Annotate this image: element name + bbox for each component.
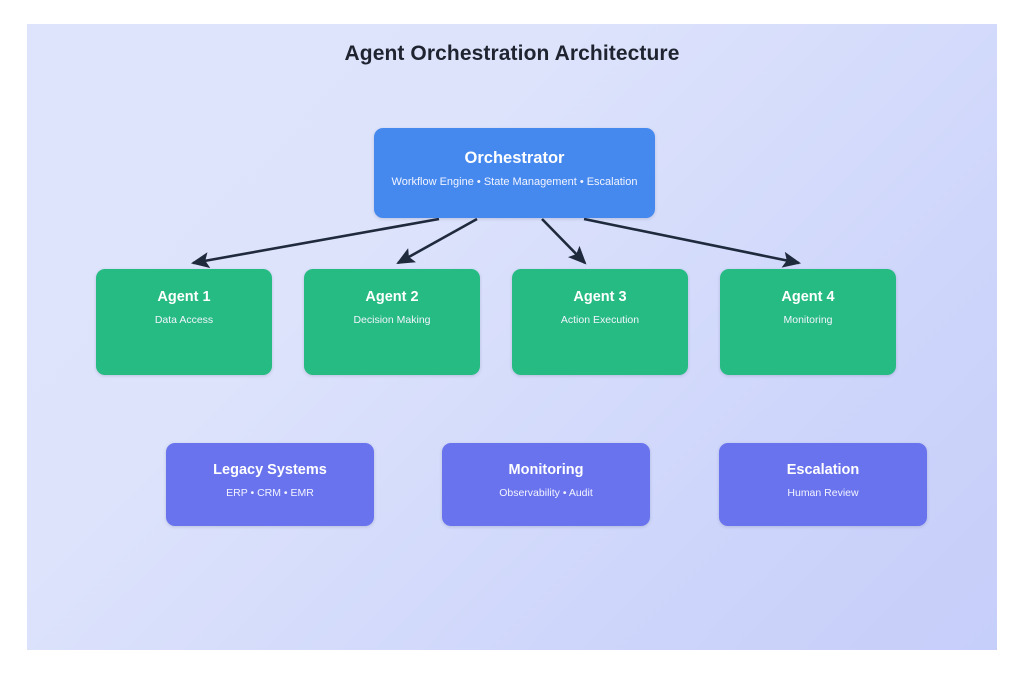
node-legacy-systems[interactable]: Legacy Systems ERP • CRM • EMR — [166, 443, 374, 526]
node-escalation-title: Escalation — [786, 462, 860, 478]
node-agent-4-title: Agent 4 — [781, 289, 835, 305]
node-agent-1-subtitle: Data Access — [154, 313, 214, 326]
node-escalation[interactable]: Escalation Human Review — [719, 443, 927, 526]
node-monitoring[interactable]: Monitoring Observability • Audit — [442, 443, 650, 526]
connector-orchestrator-to-agent-4 — [583, 217, 802, 268]
connector-orchestrator-to-agent-3 — [541, 218, 587, 265]
node-orchestrator[interactable]: Orchestrator Workflow Engine • State Man… — [374, 128, 655, 218]
node-orchestrator-subtitle: Workflow Engine • State Management • Esc… — [391, 176, 638, 189]
node-monitoring-subtitle: Observability • Audit — [499, 486, 593, 499]
node-escalation-subtitle: Human Review — [787, 486, 859, 499]
node-agent-1[interactable]: Agent 1 Data Access — [96, 269, 272, 375]
node-agent-4[interactable]: Agent 4 Monitoring — [720, 269, 896, 375]
node-agent-2[interactable]: Agent 2 Decision Making — [304, 269, 480, 375]
diagram-canvas: Agent Orchestration Architecture Orchest… — [27, 24, 997, 650]
node-agent-3[interactable]: Agent 3 Action Execution — [512, 269, 688, 375]
node-legacy-systems-title: Legacy Systems — [213, 462, 327, 478]
node-orchestrator-title: Orchestrator — [464, 149, 565, 167]
node-agent-3-subtitle: Action Execution — [560, 313, 640, 326]
node-agent-3-title: Agent 3 — [573, 289, 627, 305]
node-agent-2-subtitle: Decision Making — [353, 313, 431, 326]
node-legacy-systems-subtitle: ERP • CRM • EMR — [226, 486, 314, 499]
page-title: Agent Orchestration Architecture — [344, 42, 680, 65]
node-monitoring-title: Monitoring — [508, 462, 584, 478]
connector-orchestrator-to-agent-1 — [190, 217, 440, 269]
node-agent-1-title: Agent 1 — [157, 289, 211, 305]
connector-orchestrator-to-agent-2 — [396, 217, 478, 265]
node-agent-2-title: Agent 2 — [365, 289, 419, 305]
node-agent-4-subtitle: Monitoring — [783, 313, 833, 326]
